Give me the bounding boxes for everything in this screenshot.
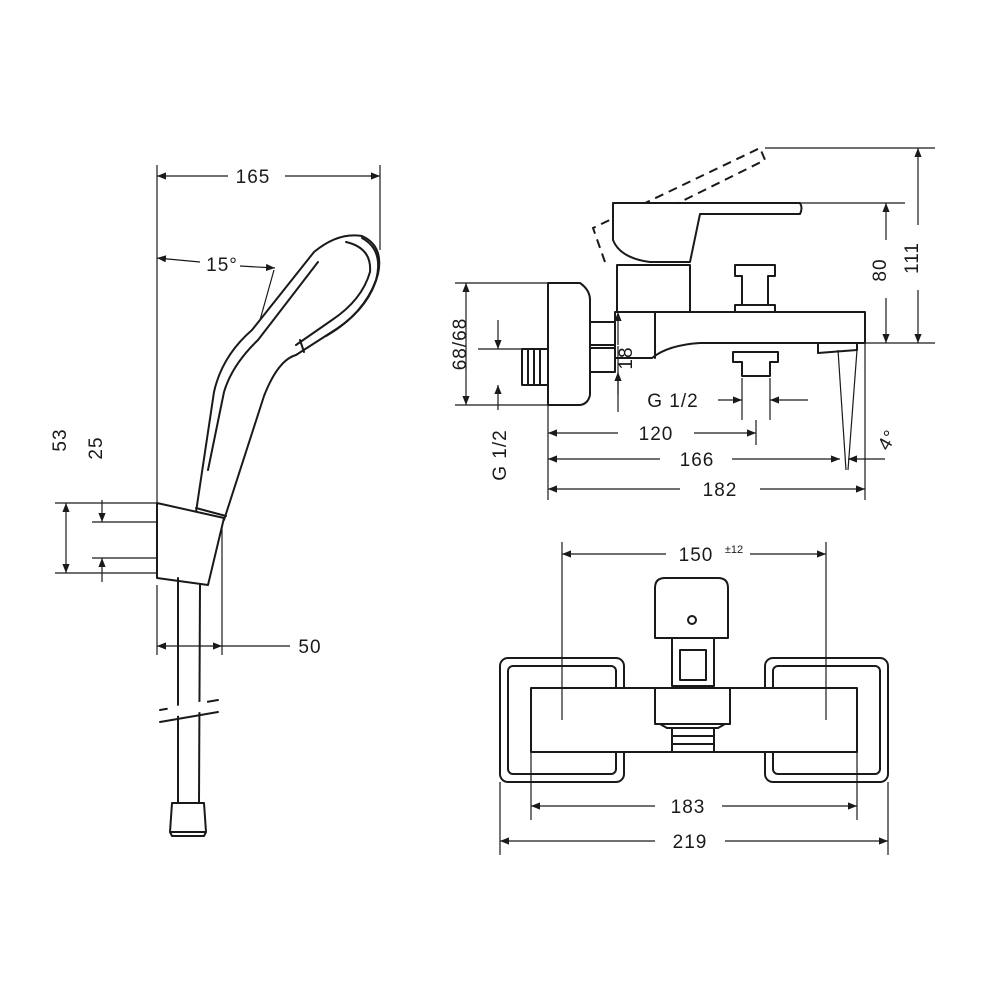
dim-150: 150 [679,545,714,566]
dim-18: 18 [616,346,637,369]
thread-g12-vertical: G 1/2 [490,429,511,480]
dim-183: 183 [671,797,706,818]
dim-219: 219 [673,832,708,853]
mixer-front-view: 150 ±12 183 219 [499,542,889,855]
hand-shower-view: 165 15° 53 25 [50,165,381,837]
dim-120: 120 [639,424,674,445]
dim-4-angle: 4° [874,426,902,454]
dim-25: 25 [86,436,107,459]
dim-80: 80 [870,258,891,281]
dim-150-tolerance: ±12 [725,544,743,556]
mixer-side-view: 18 68/68 G 1/2 G 1/2 120 166 4° [450,146,935,501]
dim-53: 53 [50,428,71,451]
dim-68-68: 68/68 [450,318,471,371]
dim-166: 166 [680,450,715,471]
dim-165: 165 [236,167,271,188]
dim-182: 182 [703,480,738,501]
dim-50: 50 [298,637,321,658]
dim-111: 111 [902,242,923,274]
thread-g12-horizontal: G 1/2 [647,391,698,412]
dim-15-angle: 15° [206,255,238,276]
